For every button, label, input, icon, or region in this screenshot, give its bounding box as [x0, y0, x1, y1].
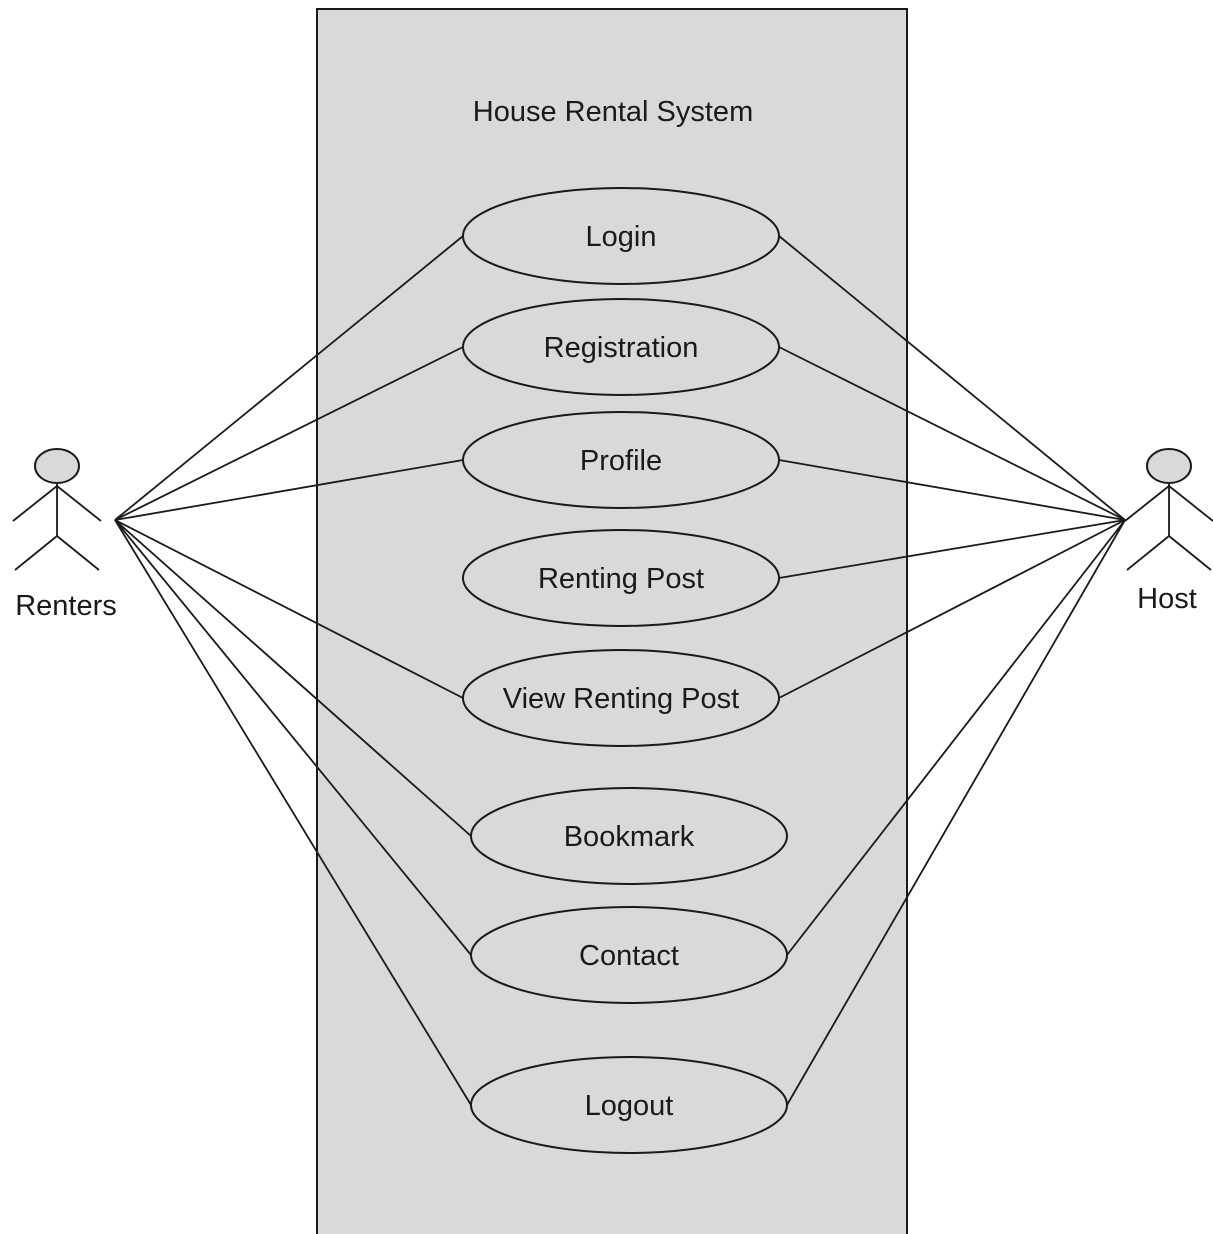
actor-left-leg	[1126, 535, 1170, 571]
association-host-logout	[786, 519, 1126, 1106]
association-host-view-renting-post	[778, 519, 1126, 699]
use-case-ellipse	[462, 187, 780, 285]
use-case-view-renting-post: View Renting Post	[462, 649, 780, 747]
association-host-login	[778, 235, 1126, 521]
use-case-bookmark: Bookmark	[470, 787, 788, 885]
actor-right-leg	[56, 535, 100, 571]
actor-right-arm	[56, 485, 102, 522]
association-host-contact	[786, 519, 1126, 956]
use-case-profile: Profile	[462, 411, 780, 509]
actor-label: Renters	[15, 590, 117, 622]
use-case-ellipse	[462, 411, 780, 509]
association-renters-registration	[114, 346, 464, 521]
association-host-profile	[778, 459, 1126, 521]
association-renters-view-renting-post	[114, 519, 464, 699]
use-case-label: Bookmark	[564, 821, 695, 853]
actor-left-arm	[1124, 485, 1170, 522]
actor-head	[34, 448, 80, 484]
actor-left-arm	[12, 485, 58, 522]
use-case-contact: Contact	[470, 906, 788, 1004]
association-host-registration	[778, 346, 1126, 521]
actor-renters: Renters	[12, 448, 117, 622]
association-renters-login	[114, 235, 464, 521]
actor-left-leg	[14, 535, 58, 571]
actor-head	[1146, 448, 1192, 484]
association-renters-profile	[114, 459, 464, 521]
use-case-label: View Renting Post	[503, 683, 739, 715]
use-case-ellipse	[462, 298, 780, 396]
actor-group: Renters Host	[12, 448, 1213, 622]
association-lines	[114, 235, 1126, 1106]
actor-right-arm	[1168, 485, 1213, 522]
system-title: House Rental System	[473, 96, 753, 128]
use-case-label: Renting Post	[538, 563, 704, 595]
use-case-login: Login	[462, 187, 780, 285]
use-case-ellipse	[470, 906, 788, 1004]
use-case-logout: Logout	[470, 1056, 788, 1154]
use-case-label: Logout	[585, 1090, 674, 1122]
use-case-ellipse	[462, 649, 780, 747]
use-case-registration: Registration	[462, 298, 780, 396]
association-host-renting-post	[778, 519, 1126, 579]
use-case-ellipse	[470, 787, 788, 885]
use-case-label: Profile	[580, 445, 662, 477]
use-case-ellipse	[470, 1056, 788, 1154]
association-renters-bookmark	[114, 519, 472, 837]
use-case-label: Registration	[544, 332, 699, 364]
use-case-ellipse	[462, 529, 780, 627]
use-case-renting-post: Renting Post	[462, 529, 780, 627]
association-renters-contact	[114, 519, 472, 956]
actor-label: Host	[1137, 583, 1197, 615]
actor-right-leg	[1168, 535, 1212, 571]
association-renters-logout	[114, 519, 472, 1106]
use-case-label: Login	[586, 221, 657, 253]
use-case-label: Contact	[579, 940, 679, 972]
actor-host: Host	[1124, 448, 1213, 615]
